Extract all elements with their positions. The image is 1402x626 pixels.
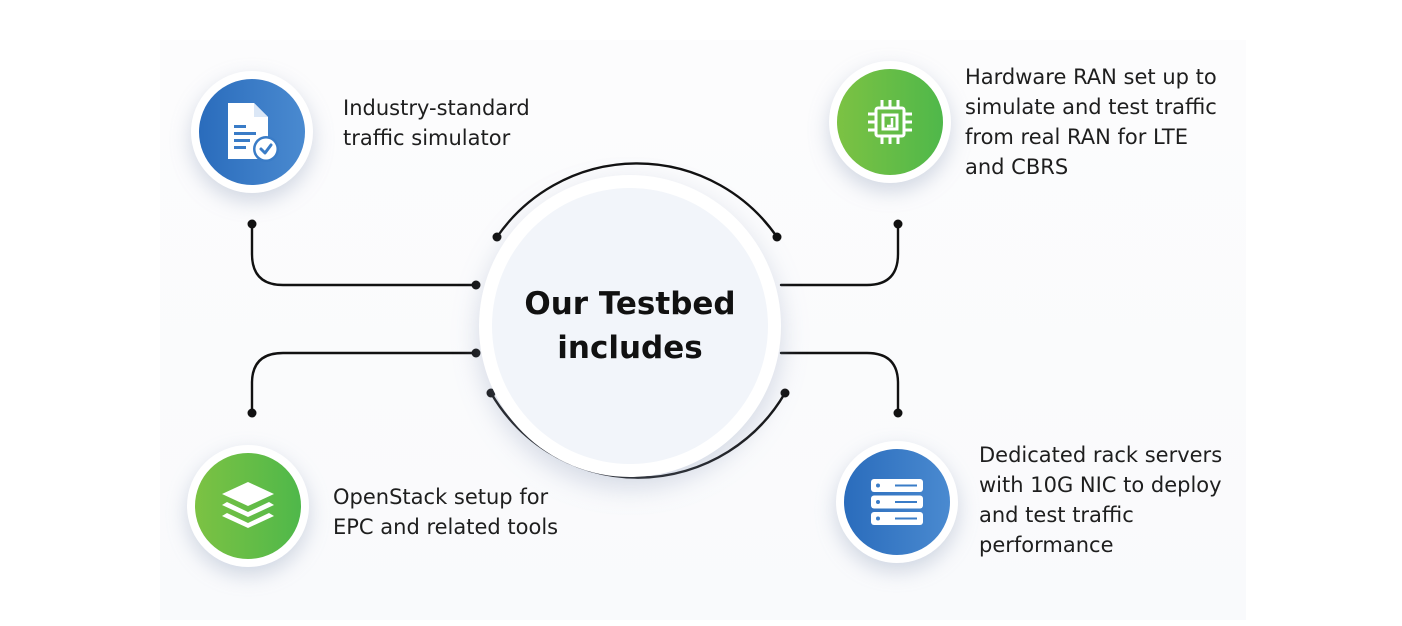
hub-title: Our Testbed includes [524,282,735,370]
feature-text-line: simulate and test traffic [965,95,1217,119]
server-rack-icon [871,479,923,525]
dot-arc-top-left [492,232,502,242]
dot-arc-bottom-right [780,388,790,398]
feature-text-line: Industry-standard [343,96,530,120]
central-hub: Our Testbed includes [479,175,781,477]
feature-text-line: OpenStack setup for [333,485,549,509]
dot-bottom-left-end [471,348,481,358]
hub-title-line-2: includes [557,330,703,366]
feature-text-rack-servers: Dedicated rack servers with 10G NIC to d… [979,440,1222,560]
feature-text-line: and test traffic [979,503,1134,527]
feature-text-line: and CBRS [965,155,1069,179]
feature-badge-hardware-ran [829,61,951,183]
connector-bottom-right [779,351,900,415]
dot-bottom-right-start [893,408,903,418]
connector-bottom-left [250,351,478,415]
feature-text-line: with 10G NIC to deploy [979,473,1222,497]
dot-top-left-end [471,280,481,290]
feature-text-line: Hardware RAN set up to [965,65,1217,89]
feature-badge-openstack [187,445,309,567]
feature-text-openstack: OpenStack setup for EPC and related tool… [333,482,558,542]
hub-title-line-1: Our Testbed [524,286,736,322]
feature-text-line: EPC and related tools [333,515,559,539]
feature-text-line: performance [979,533,1114,557]
feature-text-line: Dedicated rack servers [979,443,1223,467]
dot-top-right-start [893,219,903,229]
feature-text-line: traffic simulator [343,126,511,150]
arc-top [495,162,779,239]
layers-icon [222,482,274,528]
chip-icon [868,100,912,144]
feature-text-traffic-simulator: Industry-standard traffic simulator [343,93,530,153]
feature-text-line: from real RAN for LTE [965,125,1188,149]
dot-bottom-left-start [247,408,257,418]
document-check-icon [228,103,279,162]
feature-badge-rack-servers [836,441,958,563]
feature-badge-traffic-simulator [191,71,313,193]
dot-top-left-start [247,219,257,229]
connector-top-left [250,222,478,287]
feature-text-hardware-ran: Hardware RAN set up to simulate and test… [965,62,1217,182]
connector-top-right [779,222,900,287]
dot-arc-top-right [772,232,782,242]
